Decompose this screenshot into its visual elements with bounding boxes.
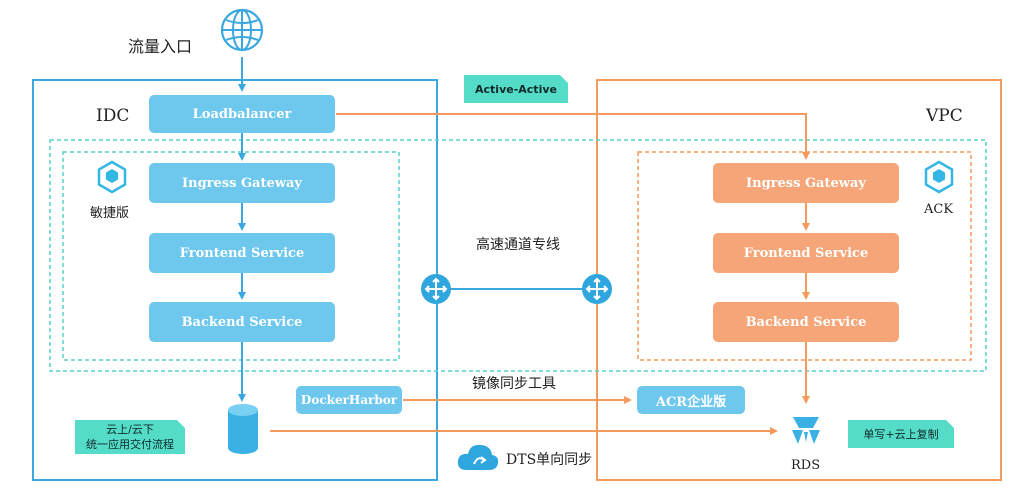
write-replicate-tag: 单写+云上复制 (848, 420, 954, 448)
mirror-sync-label: 镜像同步工具 (472, 376, 556, 392)
idc-label: IDC (96, 106, 130, 126)
express-label: 高速通道专线 (476, 237, 560, 253)
idc-ingress-gateway[interactable]: Ingress Gateway (149, 163, 335, 203)
idc-cluster-frame (62, 151, 400, 361)
vpc-cluster-frame (637, 151, 972, 361)
delivery-tag: 云上/云下 统一应用交付流程 (75, 420, 185, 454)
active-active-frame (49, 139, 987, 372)
globe-icon (220, 8, 264, 52)
cloud-sync-icon (457, 444, 499, 470)
router-icon (582, 274, 612, 304)
vpc-cluster-icon (924, 160, 954, 194)
vpc-label: VPC (926, 106, 963, 126)
idc-frontend-service[interactable]: Frontend Service (149, 233, 335, 273)
delivery-tag-line1: 云上/云下 (106, 423, 154, 436)
entry-label: 流量入口 (128, 37, 193, 56)
vpc-cluster-label: ACK (924, 202, 954, 217)
delivery-tag-line2: 统一应用交付流程 (86, 438, 174, 451)
idc-backend-service[interactable]: Backend Service (149, 302, 335, 342)
router-icon (421, 274, 451, 304)
rds-icon (792, 417, 820, 444)
dockerharbor-box[interactable]: DockerHarbor (296, 386, 402, 414)
database-icon (228, 404, 258, 454)
vpc-backend-service[interactable]: Backend Service (713, 302, 899, 342)
idc-loadbalancer[interactable]: Loadbalancer (149, 95, 335, 133)
idc-cluster-label: 敏捷版 (90, 206, 130, 221)
idc-cluster-icon (97, 160, 127, 194)
vpc-ingress-gateway[interactable]: Ingress Gateway (713, 163, 899, 203)
rds-label: RDS (791, 458, 821, 473)
edge-lb-vpc-ingress (336, 113, 810, 160)
vpc-frontend-service[interactable]: Frontend Service (713, 233, 899, 273)
acr-box[interactable]: ACR企业版 (637, 386, 745, 414)
active-active-tag: Active-Active (464, 75, 568, 103)
dts-label: DTS单向同步 (506, 452, 593, 468)
